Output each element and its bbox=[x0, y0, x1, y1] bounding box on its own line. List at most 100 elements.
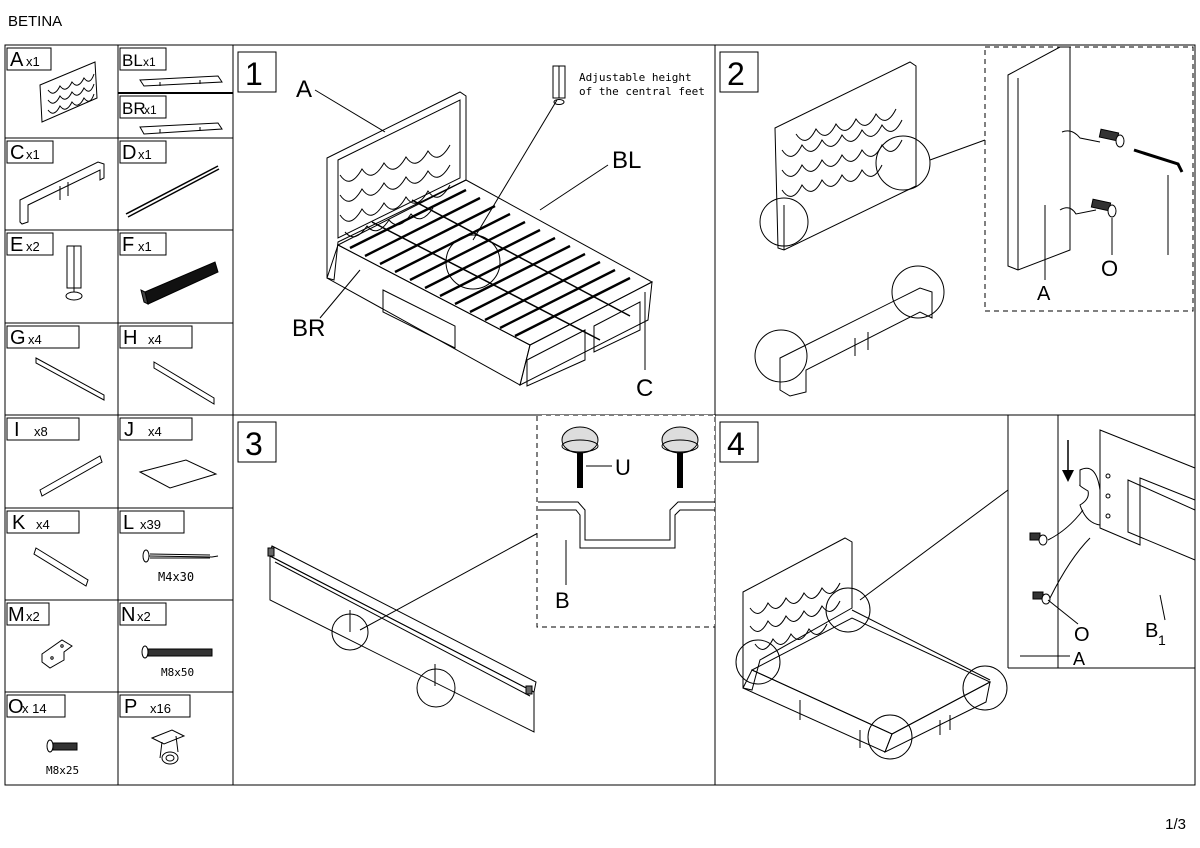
step-2-label-a: A bbox=[1037, 283, 1051, 305]
part-d-qty: x1 bbox=[138, 147, 152, 162]
arrow-down-icon bbox=[1062, 440, 1074, 482]
part-g-id: G bbox=[10, 327, 26, 349]
part-p-qty: x16 bbox=[150, 701, 171, 716]
part-bl-qty: x1 bbox=[143, 55, 156, 69]
part-o-id: O bbox=[8, 696, 24, 718]
step-1-label-bl: BL bbox=[612, 147, 641, 174]
footboard-icon bbox=[19, 161, 105, 225]
board-g-icon bbox=[35, 357, 105, 401]
step-4-label-a: A bbox=[1073, 649, 1085, 669]
part-a-qty: x1 bbox=[26, 54, 40, 69]
allen-key-icon bbox=[1133, 148, 1184, 173]
part-h: H x4 bbox=[119, 325, 215, 405]
bolt-o-icon bbox=[1090, 128, 1125, 218]
part-i: I x8 bbox=[6, 417, 103, 497]
step-1-note-line1: Adjustable height bbox=[579, 71, 692, 84]
step-3-number: 3 bbox=[245, 426, 263, 462]
part-k-qty: x4 bbox=[36, 517, 50, 532]
step-1-label-c: C bbox=[636, 375, 653, 402]
part-p-id: P bbox=[124, 696, 137, 718]
part-c: C x1 bbox=[6, 140, 105, 225]
wood-screw-icon bbox=[142, 549, 219, 563]
step-3-label-u: U bbox=[615, 455, 631, 480]
detail-circle-footboard-left bbox=[754, 329, 808, 383]
bolt-o-4-icon bbox=[1029, 509, 1091, 605]
part-br-id: BR bbox=[122, 99, 146, 118]
part-i-qty: x8 bbox=[34, 424, 48, 439]
part-g-qty: x4 bbox=[28, 332, 42, 347]
part-k-id: K bbox=[12, 512, 26, 534]
detail-circle bbox=[445, 234, 501, 290]
part-e-qty: x2 bbox=[26, 239, 40, 254]
step-2-number: 2 bbox=[727, 56, 745, 92]
detail-circle-4a bbox=[735, 639, 781, 685]
bolt-m8x50-icon bbox=[141, 645, 213, 659]
side-rail-illustration bbox=[267, 545, 537, 733]
step-4-label-b-subscript: 1 bbox=[1158, 632, 1166, 648]
step-3-panel: 3 U B bbox=[237, 414, 716, 733]
part-k: K x4 bbox=[6, 510, 89, 587]
glide-foot-icon bbox=[150, 729, 186, 765]
part-l-id: L bbox=[123, 512, 134, 534]
part-o-size: M8x25 bbox=[46, 764, 79, 777]
part-l-qty: x39 bbox=[140, 517, 161, 532]
detail-circle-footboard-right bbox=[891, 265, 945, 319]
step-4-label-b: B bbox=[1145, 620, 1158, 642]
side-rail-right-icon bbox=[139, 122, 223, 135]
bolt-m8x25-icon bbox=[46, 739, 78, 753]
detail-box-4 bbox=[1007, 415, 1195, 669]
detail-circle-left bbox=[759, 197, 809, 247]
glide-detail-illustration bbox=[538, 426, 715, 549]
part-l-size: M4x30 bbox=[158, 570, 194, 584]
part-g: G x4 bbox=[6, 325, 105, 401]
part-e-id: E bbox=[10, 234, 23, 256]
part-p: P x16 bbox=[119, 694, 191, 765]
board-h-icon bbox=[153, 361, 215, 405]
detail-panel-illustration bbox=[1007, 46, 1101, 271]
page-number: 1/3 bbox=[1165, 816, 1186, 833]
step-1-label-a: A bbox=[296, 76, 312, 103]
bed-frame-illustration bbox=[742, 537, 992, 754]
detail-circle-4d bbox=[867, 714, 913, 760]
part-n-id: N bbox=[121, 604, 135, 626]
part-f-qty: x1 bbox=[138, 239, 152, 254]
part-j: J x4 bbox=[119, 417, 218, 489]
part-m-id: M bbox=[8, 604, 25, 626]
part-m: M x2 bbox=[6, 602, 73, 669]
foam-block-icon bbox=[140, 261, 219, 305]
part-l: L x39 M4x30 bbox=[119, 510, 219, 584]
detail-circle-rail-2 bbox=[416, 668, 456, 708]
part-f-id: F bbox=[122, 234, 134, 256]
side-rail-left-icon bbox=[139, 75, 223, 87]
detail-box bbox=[984, 46, 1194, 312]
part-i-id: I bbox=[14, 419, 20, 441]
part-c-qty: x1 bbox=[26, 147, 40, 162]
part-d: D x1 bbox=[119, 140, 220, 218]
part-j-id: J bbox=[124, 419, 134, 441]
part-n-qty: x2 bbox=[137, 609, 151, 624]
document-title: BETINA bbox=[8, 13, 63, 30]
adjustable-foot-icon bbox=[552, 65, 566, 105]
part-m-qty: x2 bbox=[26, 609, 40, 624]
part-a: A x1 bbox=[6, 47, 98, 123]
step-2-label-o: O bbox=[1101, 256, 1118, 281]
headboard-illustration bbox=[774, 61, 917, 251]
slat-i-icon bbox=[39, 455, 103, 497]
step-4-number: 4 bbox=[727, 426, 745, 462]
part-bl-id: BL bbox=[122, 51, 143, 70]
panel-j-icon bbox=[138, 459, 218, 489]
step-4-label-o: O bbox=[1074, 624, 1090, 646]
footboard-illustration bbox=[779, 287, 933, 397]
central-foot-icon bbox=[65, 245, 83, 301]
bracket-k-icon bbox=[33, 547, 89, 587]
bed-assembly-illustration bbox=[326, 91, 654, 387]
step-1-panel: 1 bbox=[237, 51, 705, 402]
step-4-panel: 4 bbox=[719, 415, 1196, 760]
part-bl: BL x1 bbox=[119, 47, 223, 87]
step-1-label-br: BR bbox=[292, 315, 325, 342]
step-3-label-b: B bbox=[555, 588, 570, 613]
part-n: N x2 M8x50 bbox=[119, 602, 213, 679]
headboard-icon bbox=[39, 61, 98, 123]
slats-illustration bbox=[349, 188, 631, 341]
